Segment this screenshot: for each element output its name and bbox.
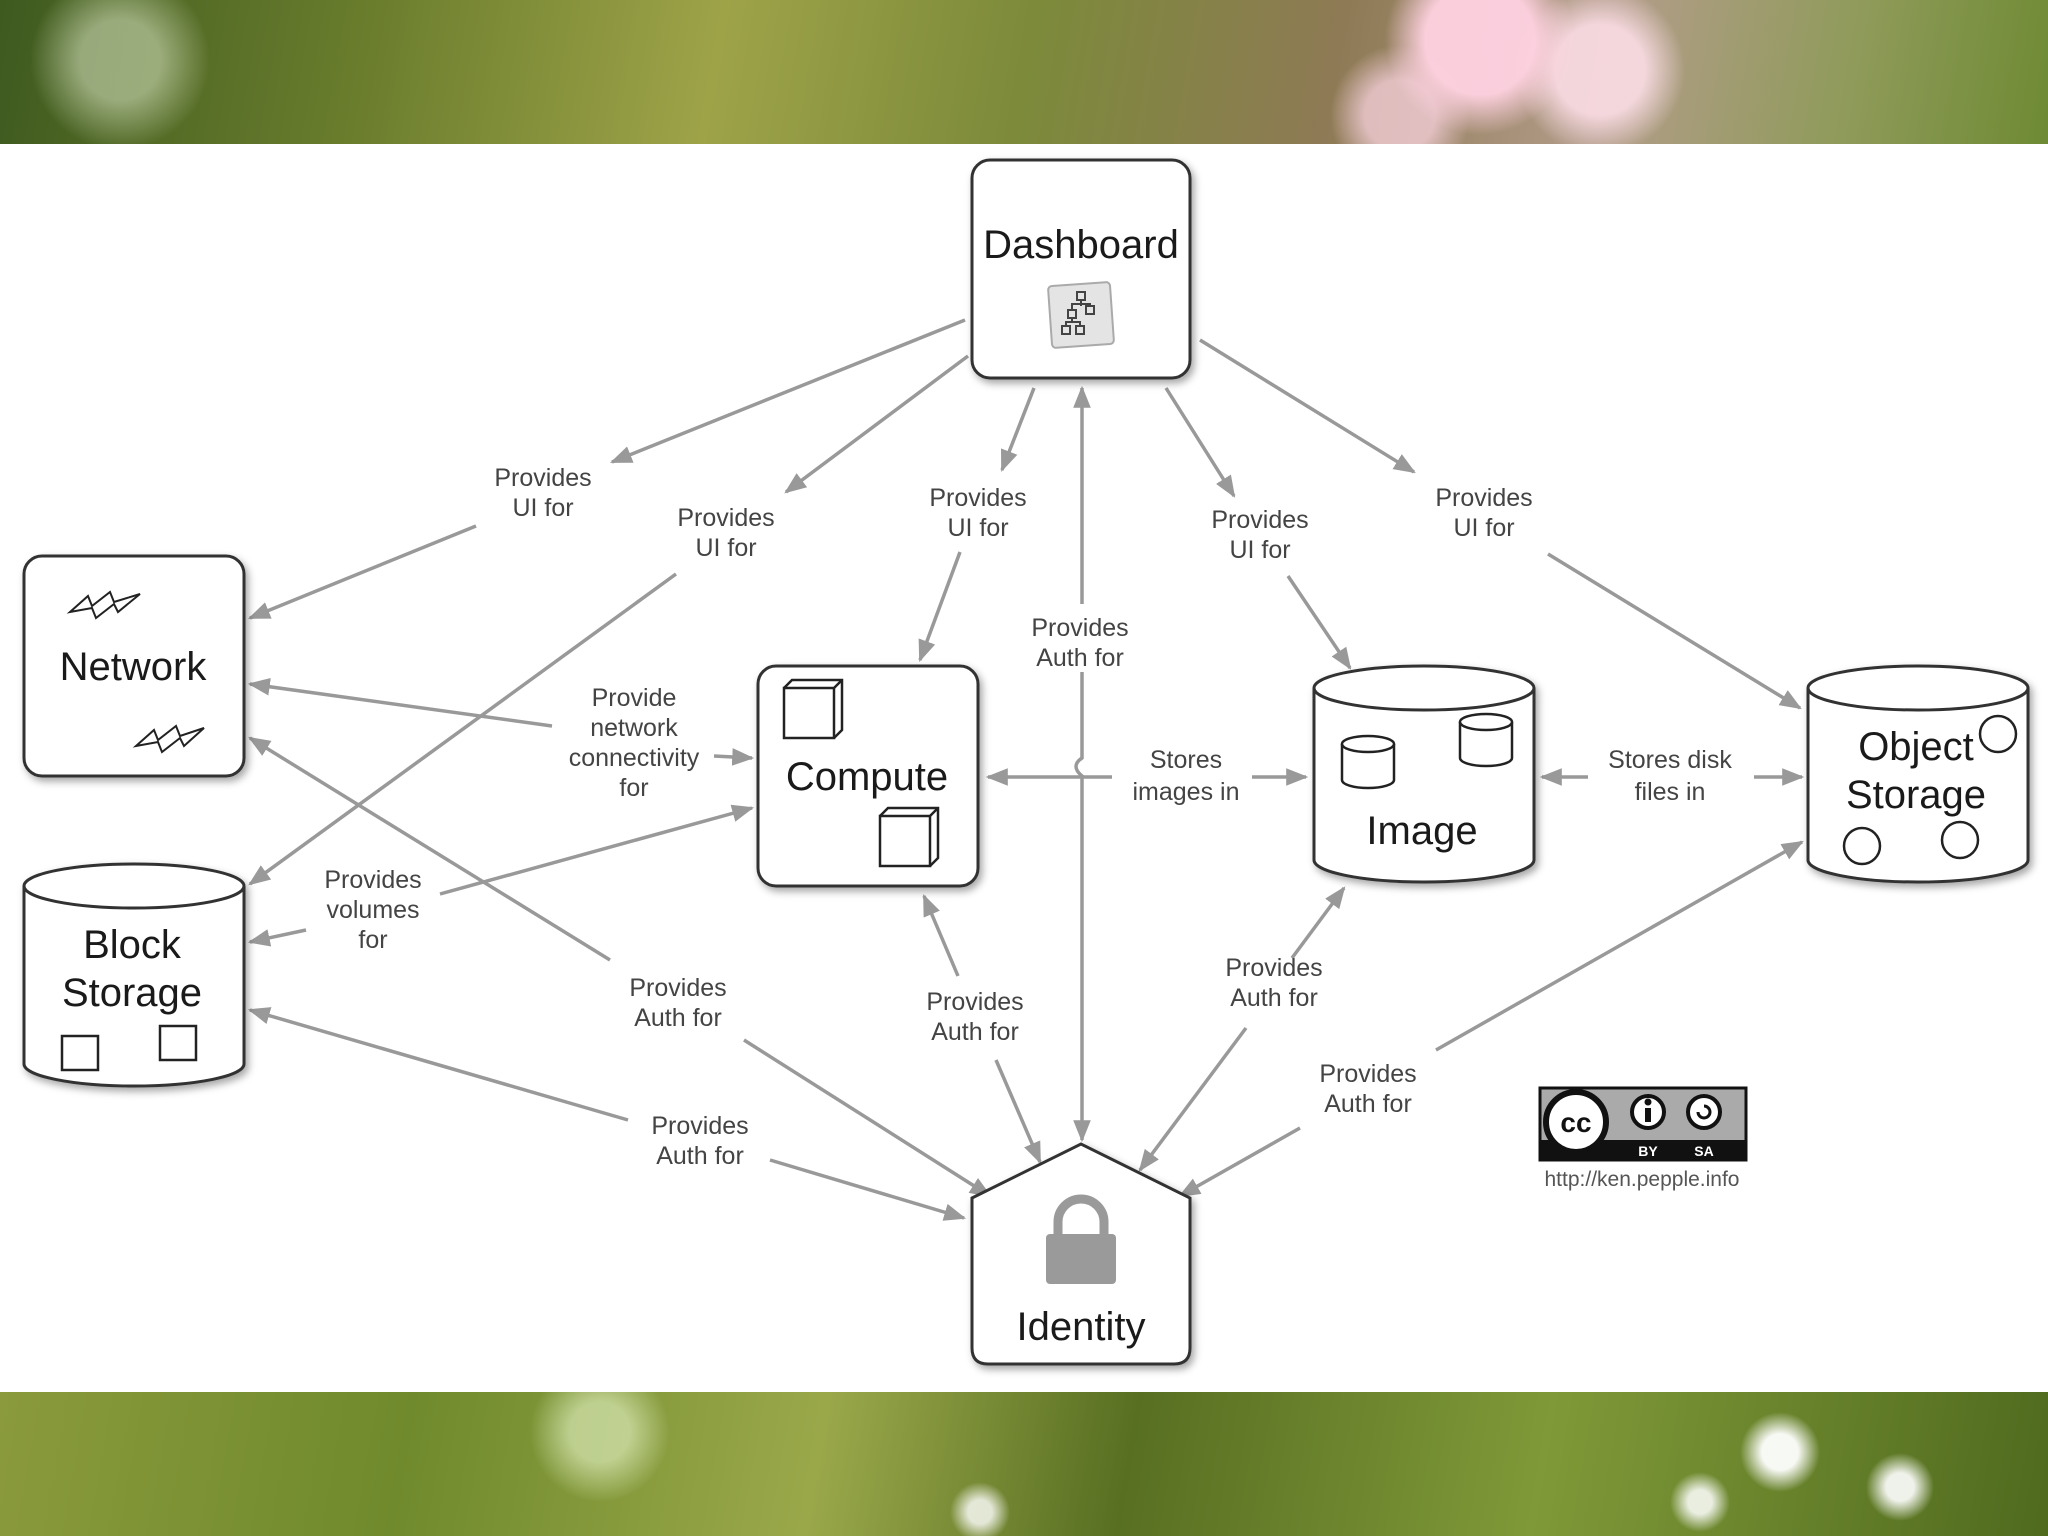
- lock-icon: [1046, 1194, 1116, 1284]
- arrow-dashboard-object-b: [1547, 552, 1802, 710]
- cube-icon: [878, 806, 940, 868]
- edge-label: UI for: [1229, 536, 1290, 564]
- cylinder-icon: [1340, 734, 1396, 790]
- arrow-dashboard-image: [1164, 387, 1236, 498]
- compute-label: Compute: [786, 755, 948, 799]
- object-storage-label-1: Object: [1858, 725, 1974, 769]
- cube-icon: [782, 678, 844, 740]
- square-icon: [60, 1034, 100, 1072]
- arrow-block-compute-b: [247, 928, 307, 947]
- identity-label: Identity: [1017, 1305, 1146, 1349]
- edge-label: Auth for: [656, 1142, 744, 1170]
- edge-label: Provides: [1031, 614, 1128, 642]
- edge-label: connectivity: [569, 744, 700, 772]
- edge-label: Auth for: [634, 1004, 722, 1032]
- background-band-bottom: [0, 1392, 2048, 1536]
- edge-label: Provide: [592, 684, 677, 712]
- edge-label: UI for: [695, 534, 756, 562]
- arrow-identity-network-b: [743, 1038, 992, 1198]
- arrow-dashboard-network-b: [247, 524, 477, 620]
- edge-label: Provides: [651, 1112, 748, 1140]
- arrow-dashboard-compute-b: [918, 551, 962, 663]
- block-storage-label-2: Storage: [62, 971, 202, 1015]
- lightning-icon: [66, 590, 141, 620]
- arrow-identity-compute: [922, 893, 960, 977]
- circle-icon: [1940, 820, 1980, 860]
- edge-label: for: [358, 926, 387, 954]
- edge-label: network: [590, 714, 678, 742]
- edge-label: files in: [1635, 778, 1706, 806]
- by-text: BY: [1638, 1143, 1658, 1159]
- edge-label: Auth for: [1324, 1090, 1412, 1118]
- edge-label: Provides: [324, 866, 421, 894]
- arrow-identity-block: [247, 1007, 629, 1122]
- edge-label: UI for: [947, 514, 1008, 542]
- edge-label: Provides: [1319, 1060, 1416, 1088]
- identity-node: Identity: [970, 1142, 1192, 1366]
- edge-label: Auth for: [1230, 984, 1318, 1012]
- edge-label: UI for: [512, 494, 573, 522]
- edge-label: Provides: [494, 464, 591, 492]
- arrow-identity-image: [1290, 886, 1346, 960]
- edge-label: Auth for: [1036, 644, 1124, 672]
- edge-label: Provides: [1435, 484, 1532, 512]
- dashboard-icon: [1047, 281, 1115, 349]
- network-node: Network: [22, 554, 246, 778]
- dashboard-node: Dashboard: [970, 158, 1192, 380]
- creative-commons-icon: cc BY SA: [1538, 1086, 1748, 1162]
- edge-label: Provides: [677, 504, 774, 532]
- lightning-icon: [132, 724, 205, 754]
- edge-label: images in: [1133, 778, 1240, 806]
- edge-label: Stores disk: [1608, 746, 1732, 774]
- edge-label: Provides: [1225, 954, 1322, 982]
- arrow-network-compute: [247, 678, 553, 728]
- license-url: http://ken.pepple.info: [1545, 1168, 1740, 1191]
- arrow-dashboard-block-b: [248, 572, 678, 886]
- cylinder-icon: [1458, 712, 1514, 768]
- arrow-dashboard-block: [784, 354, 970, 494]
- arrow-identity-object: [1435, 840, 1804, 1052]
- circle-icon: [1842, 826, 1882, 866]
- edge-label: Auth for: [931, 1018, 1019, 1046]
- arrow-identity-dashboard-b: [1073, 672, 1091, 1143]
- circle-icon: [1978, 714, 2018, 754]
- edge-label: UI for: [1453, 514, 1514, 542]
- edge-label: Provides: [929, 484, 1026, 512]
- arrow-dashboard-network: [609, 318, 966, 464]
- network-label: Network: [60, 645, 208, 689]
- arrow-dashboard-compute: [1000, 387, 1036, 473]
- arrow-identity-network: [248, 736, 611, 962]
- square-icon: [158, 1024, 198, 1062]
- background-band-top: [0, 0, 2048, 144]
- arrow-dashboard-object: [1199, 338, 1416, 474]
- edge-label: Provides: [629, 974, 726, 1002]
- arrow-identity-object-b: [1178, 1126, 1301, 1198]
- edge-labels: Provides UI for Provides UI for Provides…: [324, 464, 1732, 1170]
- arrow-block-compute: [439, 804, 755, 896]
- connector-arrows: [247, 318, 1805, 1221]
- edge-label: for: [619, 774, 648, 802]
- image-label: Image: [1366, 809, 1477, 853]
- arrow-identity-image-b: [1138, 1026, 1248, 1172]
- arrow-dashboard-image-b: [1286, 575, 1352, 670]
- sa-text: SA: [1694, 1143, 1713, 1159]
- arrow-network-compute-b: [713, 748, 755, 766]
- edge-label: Provides: [926, 988, 1023, 1016]
- edge-label: volumes: [326, 896, 419, 924]
- edge-label: Stores: [1150, 746, 1222, 774]
- object-storage-label-2: Storage: [1846, 773, 1986, 817]
- compute-node: Compute: [756, 664, 980, 888]
- edge-label: Provides: [1211, 506, 1308, 534]
- arrow-identity-block-b: [769, 1158, 967, 1221]
- block-storage-label-1: Block: [83, 923, 182, 967]
- arrow-identity-compute-b: [994, 1059, 1042, 1165]
- cc-badge-text: cc: [1560, 1107, 1591, 1138]
- dashboard-label: Dashboard: [983, 223, 1179, 267]
